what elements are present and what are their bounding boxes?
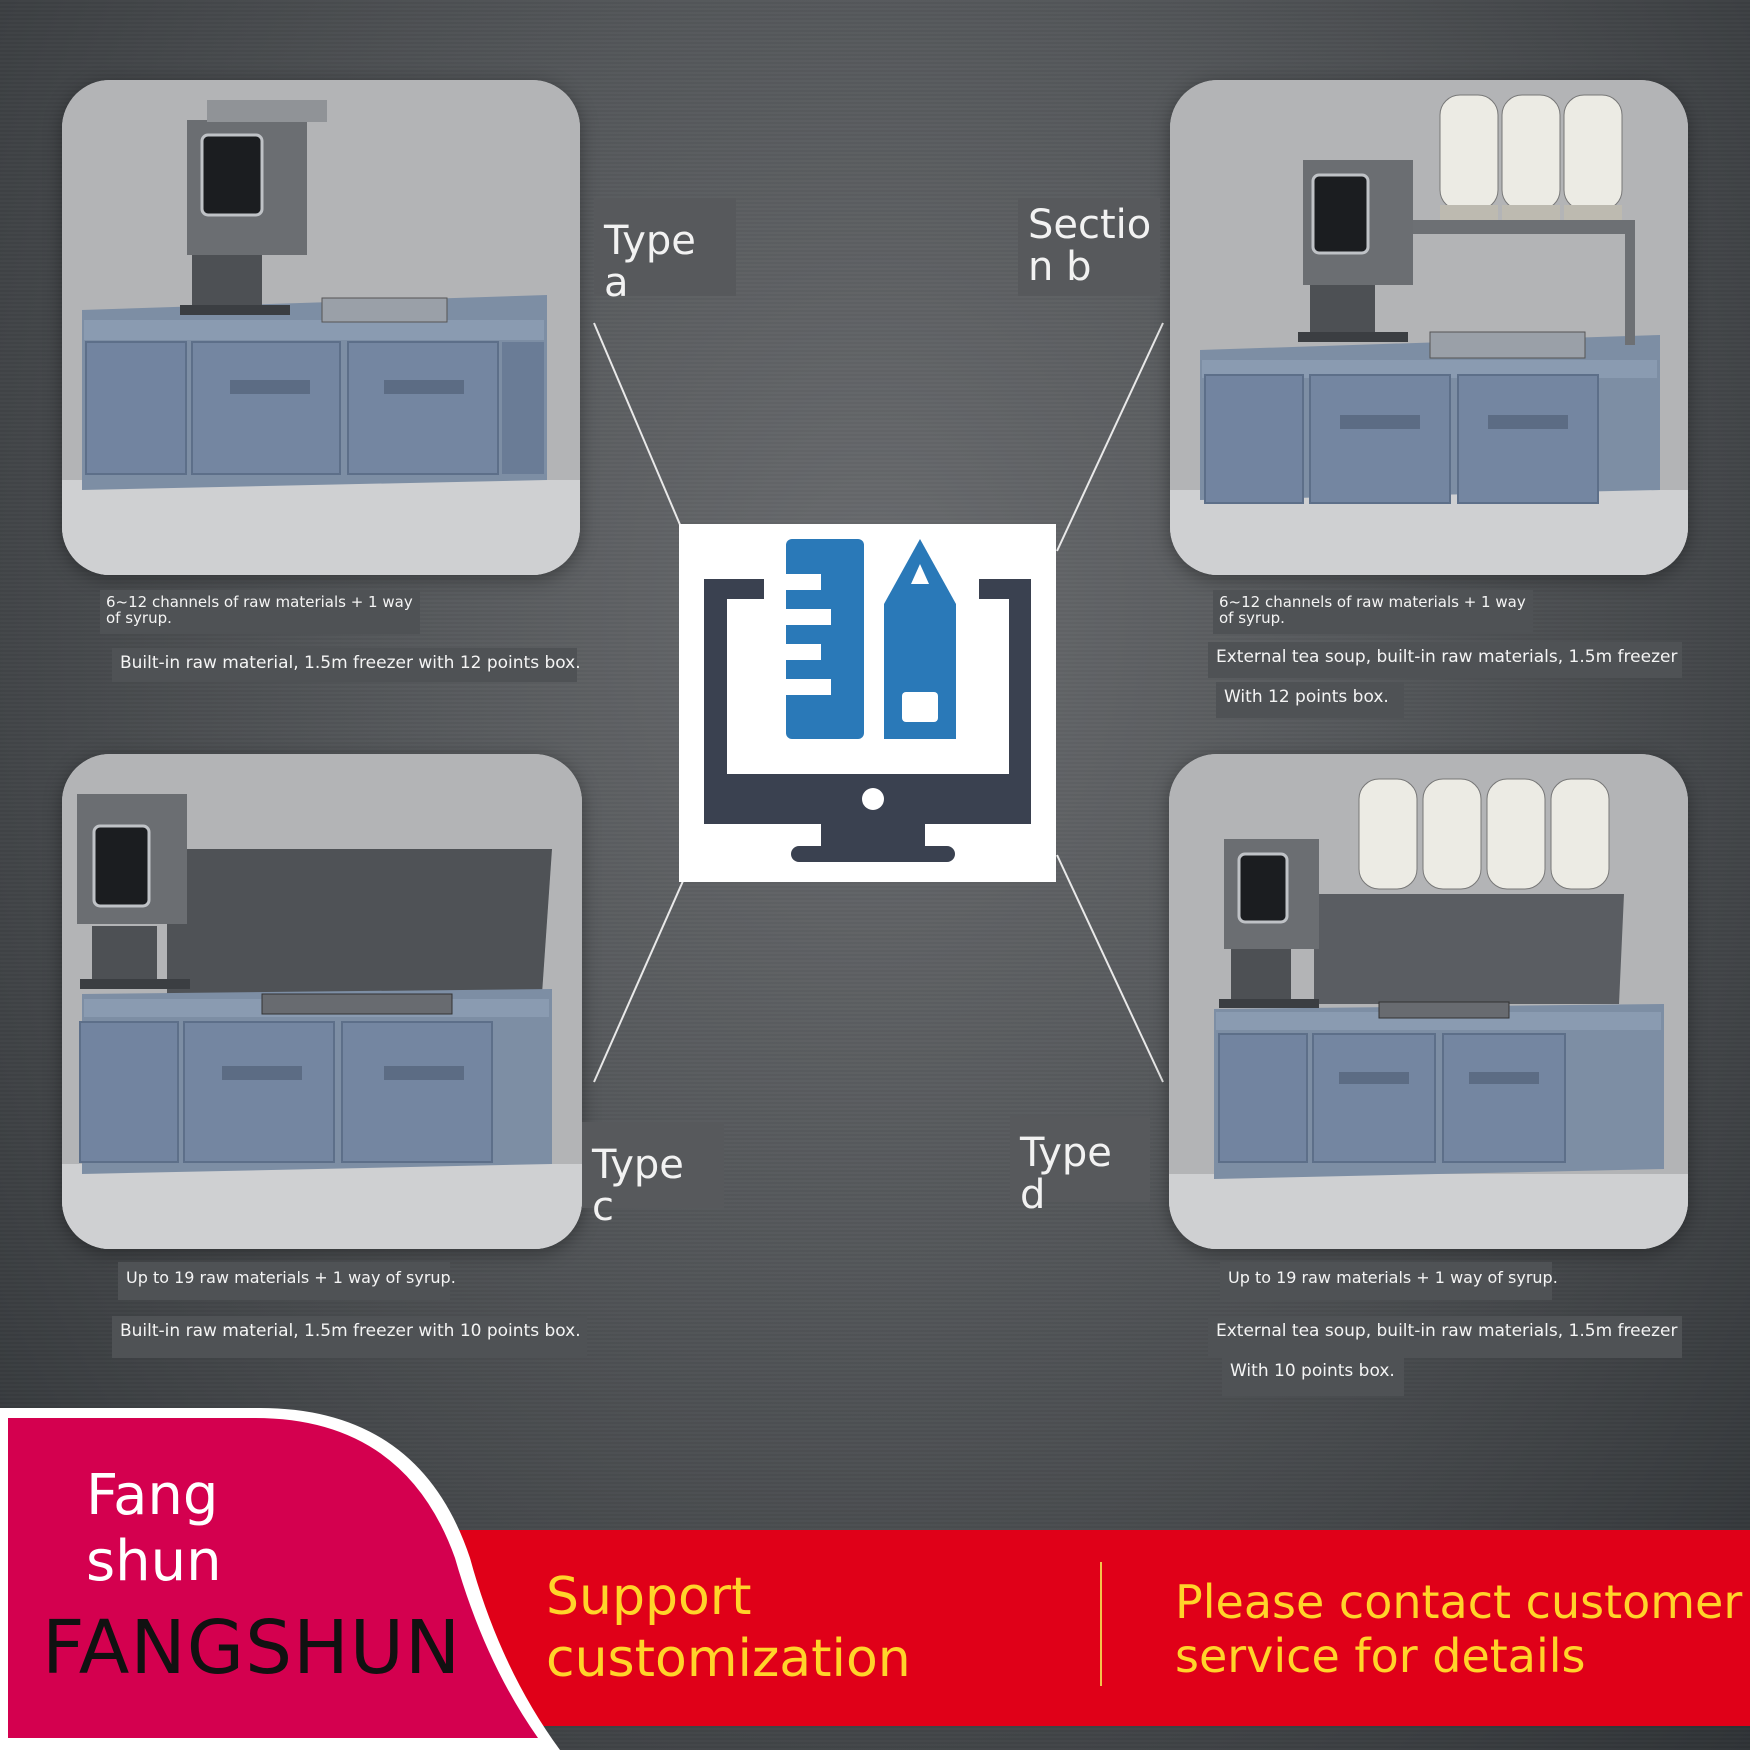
type-a-label: Type a xyxy=(594,198,736,304)
type-c-label: Type c xyxy=(582,1122,724,1228)
section-b-spec-box: With 12 points box. xyxy=(1216,682,1404,718)
type-c-spec-channels: Up to 19 raw materials + 1 way of syrup. xyxy=(118,1262,456,1300)
type-c-spec-freezer: Built-in raw material, 1.5m freezer with… xyxy=(112,1316,587,1358)
type-d-spec-box: With 10 points box. xyxy=(1222,1356,1404,1396)
type-d-label: Type d xyxy=(1010,1116,1150,1216)
connector-c xyxy=(593,880,684,1083)
brand-wordmark: FANGSHUN xyxy=(42,1605,462,1691)
product-image-type-d xyxy=(1169,754,1688,1249)
banner-divider xyxy=(1100,1562,1102,1686)
support-customization-text: Support customization xyxy=(546,1567,911,1689)
section-b-spec-freezer: External tea soup, built-in raw material… xyxy=(1208,642,1682,678)
contact-service-text: Please contact customer service for deta… xyxy=(1175,1575,1743,1683)
type-d-spec-channels: Up to 19 raw materials + 1 way of syrup. xyxy=(1220,1262,1558,1300)
brand-name-line2: shun xyxy=(86,1529,222,1594)
product-image-section-b xyxy=(1170,80,1688,575)
section-b-label: Sectio n b xyxy=(1018,198,1160,296)
product-image-type-a xyxy=(62,80,580,575)
brand-badge xyxy=(0,1408,560,1750)
connector-a xyxy=(593,322,682,528)
product-image-type-c xyxy=(62,754,582,1249)
connector-d xyxy=(1056,854,1164,1083)
brand-name-line1: Fang xyxy=(86,1463,219,1528)
section-b-spec-channels: 6~12 channels of raw materials + 1 way o… xyxy=(1213,590,1533,634)
type-a-spec-freezer: Built-in raw material, 1.5m freezer with… xyxy=(112,648,581,682)
type-d-spec-freezer: External tea soup, built-in raw material… xyxy=(1208,1316,1682,1358)
connector-b xyxy=(1056,322,1164,552)
monitor-ruler-pencil-icon xyxy=(679,524,1056,882)
type-a-spec-channels: 6~12 channels of raw materials + 1 way o… xyxy=(100,590,420,634)
